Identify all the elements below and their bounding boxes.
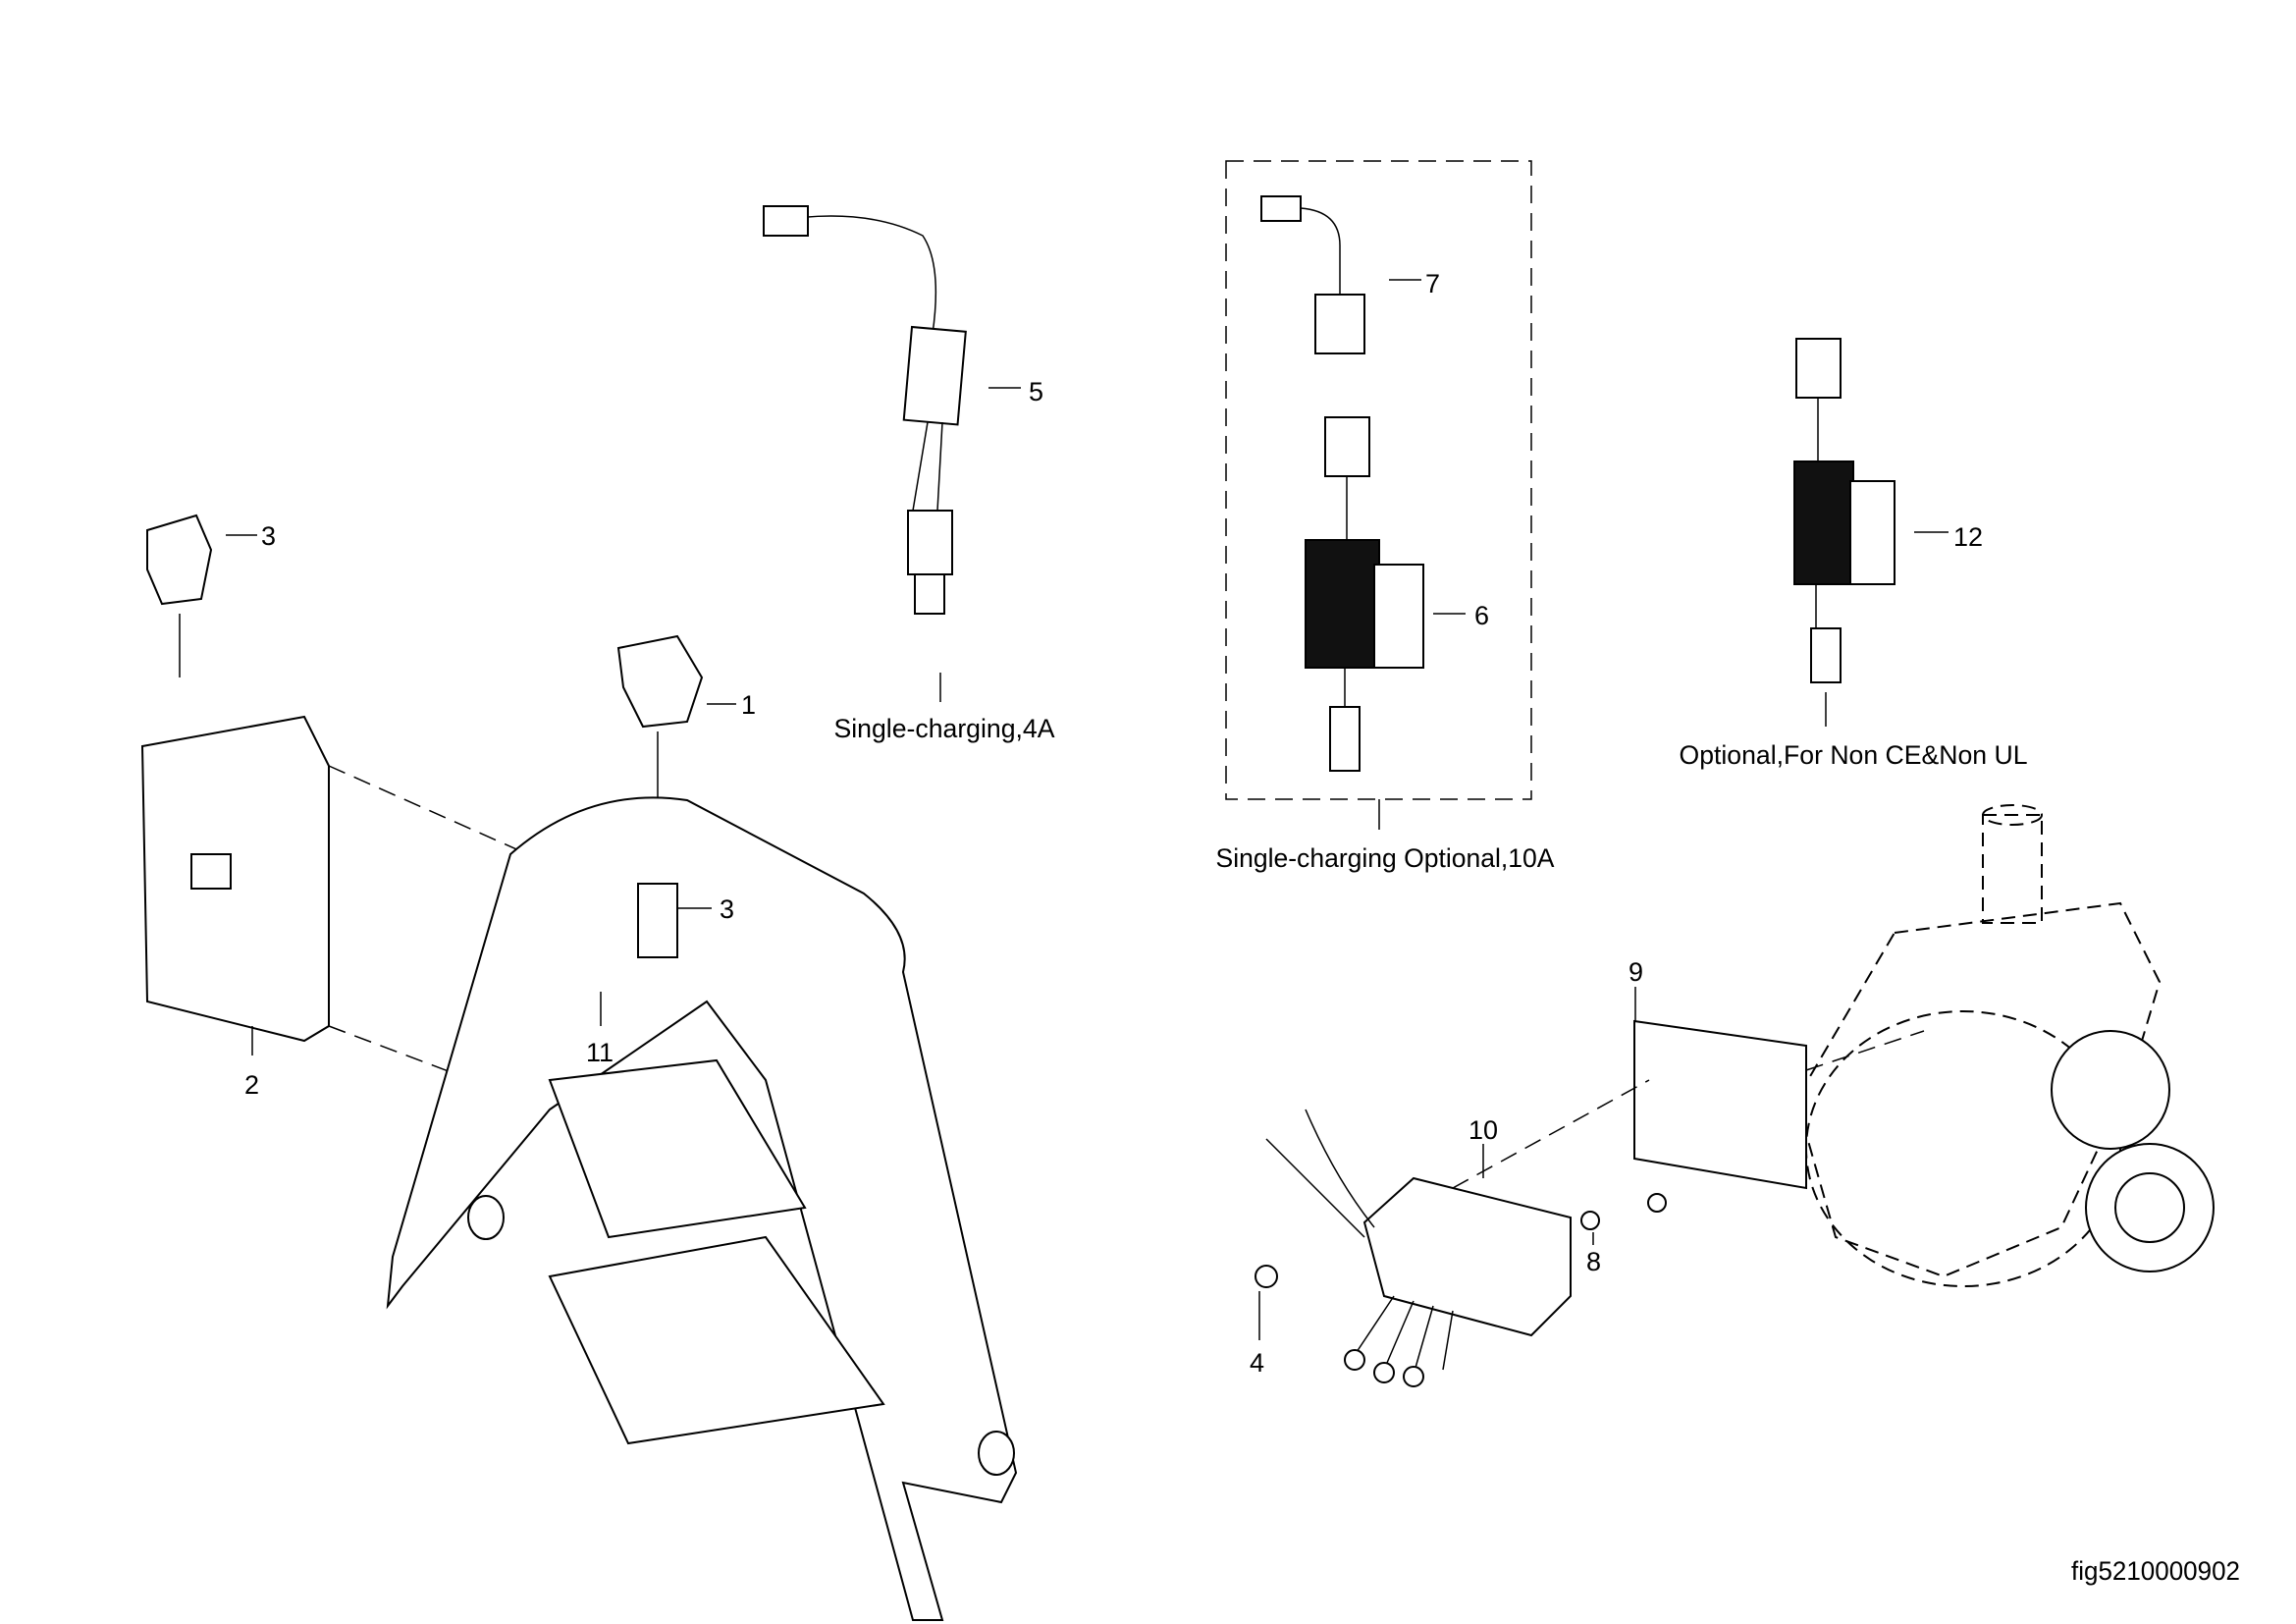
callout-2: 2 bbox=[244, 1070, 259, 1100]
callout-8: 8 bbox=[1586, 1247, 1601, 1276]
charger-non-ce-ul-part-12 bbox=[1793, 338, 1949, 727]
controller-part-10 bbox=[1255, 987, 1925, 1387]
charger-4a-part-5 bbox=[763, 205, 1021, 702]
callout-5: 5 bbox=[1029, 377, 1043, 406]
controller-part-2 bbox=[140, 514, 551, 1110]
motor-assembly bbox=[1794, 804, 2215, 1287]
callout-11: 11 bbox=[586, 1038, 614, 1067]
frame bbox=[386, 796, 1018, 1621]
callout-12: 12 bbox=[1953, 522, 1983, 552]
callout-7: 7 bbox=[1425, 269, 1440, 298]
figure-id: fig5210000902 bbox=[2071, 1556, 2240, 1586]
callout-3-middle: 3 bbox=[720, 894, 734, 924]
caption-single-charging-4a: Single-charging,4A bbox=[834, 714, 1055, 743]
caption-single-charging-optional-10a: Single-charging Optional,10A bbox=[1216, 843, 1555, 873]
callout-3-top: 3 bbox=[261, 521, 276, 551]
callout-4: 4 bbox=[1250, 1348, 1264, 1378]
caption-non-ce-non-ul: Optional,For Non CE&Non UL bbox=[1680, 740, 2028, 770]
callout-9: 9 bbox=[1629, 957, 1643, 987]
optional-10a-group bbox=[1225, 160, 1532, 830]
callout-6: 6 bbox=[1474, 601, 1489, 630]
key-switch-part-1 bbox=[616, 634, 736, 805]
callout-1: 1 bbox=[741, 690, 756, 720]
callout-10: 10 bbox=[1468, 1115, 1498, 1145]
